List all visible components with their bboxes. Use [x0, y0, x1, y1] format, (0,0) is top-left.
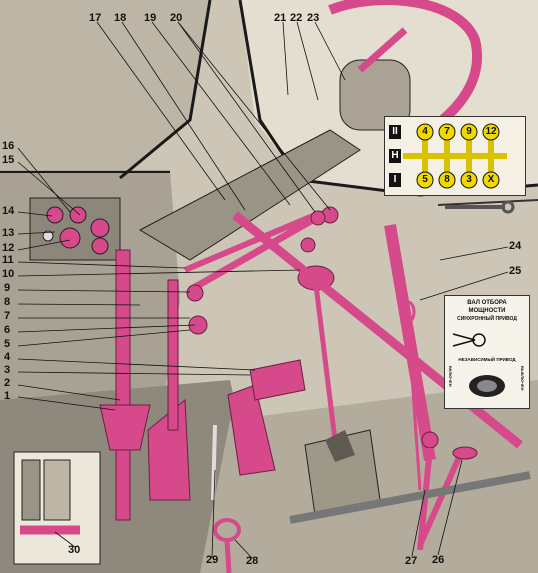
callout-18: 18	[114, 12, 127, 24]
callout-10: 10	[2, 268, 15, 280]
callout-28: 28	[246, 555, 259, 567]
pto-indep-label: НЕЗАВИСИМЫЙ ПРИВОД	[458, 357, 516, 362]
callout-7: 7	[4, 310, 11, 322]
range-label-low: I	[393, 174, 397, 185]
callout-4: 4	[4, 351, 11, 363]
callout-5: 5	[4, 338, 11, 350]
gauge-icon	[90, 218, 110, 238]
callout-23: 23	[307, 12, 320, 24]
pto-indicator-icon	[452, 333, 505, 397]
gauge-icon	[59, 227, 81, 249]
callout-30: 30	[68, 544, 81, 556]
gauge-icon	[91, 237, 109, 255]
range-label-neutral: H	[391, 150, 399, 161]
pto-off-label: ВЫКЛЮЧЕН	[520, 366, 525, 391]
pedal	[249, 359, 306, 401]
callout-21: 21	[274, 12, 287, 24]
callout-6: 6	[4, 324, 11, 336]
gear-lever	[313, 284, 338, 441]
pto-sync-label: СИНХРОННЫЙ ПРИВОД	[457, 316, 517, 322]
callout-29: 29	[206, 554, 219, 566]
gear-top-1: 4	[422, 126, 428, 137]
lever	[167, 279, 179, 431]
callout-24: 24	[509, 240, 522, 252]
clutch-pedal	[99, 404, 151, 451]
gear-bottom-3: 3	[466, 174, 472, 185]
callout-3: 3	[4, 364, 11, 376]
callout-16: 16	[2, 140, 15, 152]
pto-title-line1: ВАЛ ОТБОРА	[467, 300, 507, 306]
callout-13: 13	[2, 227, 15, 239]
knob-icon	[300, 237, 316, 253]
lever	[188, 206, 332, 294]
knob-icon	[310, 210, 326, 226]
callout-25: 25	[509, 265, 522, 277]
callout-9: 9	[4, 282, 11, 294]
steering-column	[138, 129, 361, 261]
switch-icon	[42, 230, 54, 242]
gear-top-2: 7	[444, 126, 450, 137]
gear-top-3: 9	[466, 126, 472, 137]
pto-on-label: ВКЛЮЧЕН	[448, 366, 453, 387]
callout-19: 19	[144, 12, 157, 24]
callout-11: 11	[2, 254, 14, 266]
callout-2: 2	[4, 377, 11, 389]
lever	[115, 249, 131, 521]
callout-27: 27	[405, 555, 418, 567]
callout-26: 26	[432, 554, 445, 566]
gear-bottom-2: 8	[444, 174, 450, 185]
gauge-icon	[69, 206, 87, 224]
gear-bottom-1: 5	[422, 174, 428, 185]
throttle-pedal	[227, 384, 276, 476]
callout-12: 12	[2, 242, 15, 254]
gear-top-4: 12	[485, 126, 497, 137]
callout-20: 20	[170, 12, 183, 24]
callout-1: 1	[4, 390, 11, 402]
callout-14: 14	[2, 205, 15, 217]
gear-shift-diagram: II H I 4 7 9 12 5 8 3 X	[384, 116, 526, 196]
pto-control-panel: ВАЛ ОТБОРА МОЩНОСТИ СИНХРОННЫЙ ПРИВОД НЕ…	[444, 295, 530, 409]
callout-15: 15	[2, 154, 15, 166]
lever	[183, 212, 317, 273]
range-label-high: II	[392, 126, 398, 137]
callout-17: 17	[89, 12, 102, 24]
gear-bottom-4: X	[487, 174, 495, 185]
gauge-icon	[46, 206, 64, 224]
pto-title-line2: МОЩНОСТИ	[468, 308, 506, 314]
callout-22: 22	[290, 12, 303, 24]
callout-8: 8	[4, 296, 11, 308]
left-window-pillar	[0, 0, 210, 175]
